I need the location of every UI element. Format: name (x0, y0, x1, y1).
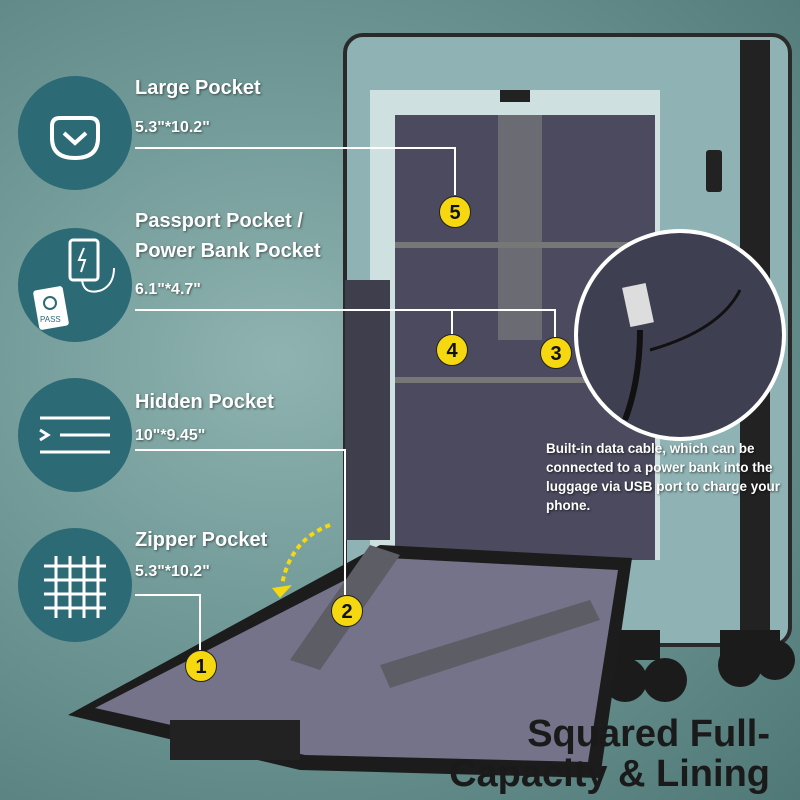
zipper-pocket-title: Zipper Pocket (135, 529, 268, 551)
power-bank-pocket-title: Power Bank Pocket (135, 240, 321, 262)
leader-lines (135, 147, 556, 650)
large-pocket-icon (18, 76, 132, 190)
marker-3: 3 (540, 337, 572, 369)
open-arrow-icon (280, 523, 331, 586)
large-pocket-title: Large Pocket (135, 77, 261, 99)
hidden-pocket-size: 10"*9.45" (135, 427, 206, 444)
passport-pocket-size: 6.1"*4.7" (135, 281, 201, 298)
zipper-pocket-size: 5.3"*10.2" (135, 563, 210, 580)
marker-1: 1 (185, 650, 217, 682)
power-bank-passport-icon: PASS (18, 228, 132, 342)
svg-text:PASS: PASS (40, 315, 61, 324)
marker-5: 5 (439, 196, 471, 228)
usb-port (706, 150, 722, 192)
side-pocket (345, 280, 390, 540)
strap (498, 115, 542, 340)
marker-2: 2 (331, 595, 363, 627)
usb-cable-caption: Built-in data cable, which can be connec… (546, 441, 781, 513)
lock-latch (500, 90, 530, 102)
lid-lining (95, 558, 618, 762)
usb-cable-zoom-inset (574, 229, 786, 441)
marker-4: 4 (436, 334, 468, 366)
lid-strap (380, 600, 600, 688)
hidden-pocket-icon (18, 378, 132, 492)
hidden-pocket-title: Hidden Pocket (135, 391, 274, 413)
large-pocket-size: 5.3"*10.2" (135, 119, 210, 136)
passport-pocket-title: Passport Pocket / (135, 210, 303, 232)
usb-connector-icon (622, 282, 654, 328)
wheels (600, 630, 795, 702)
headline-line1: Squared Full- (527, 713, 770, 755)
headline-line2: Capacity & Lining (449, 753, 770, 795)
lid-handle (170, 720, 300, 760)
zipper-pocket-grid-icon (18, 528, 132, 642)
